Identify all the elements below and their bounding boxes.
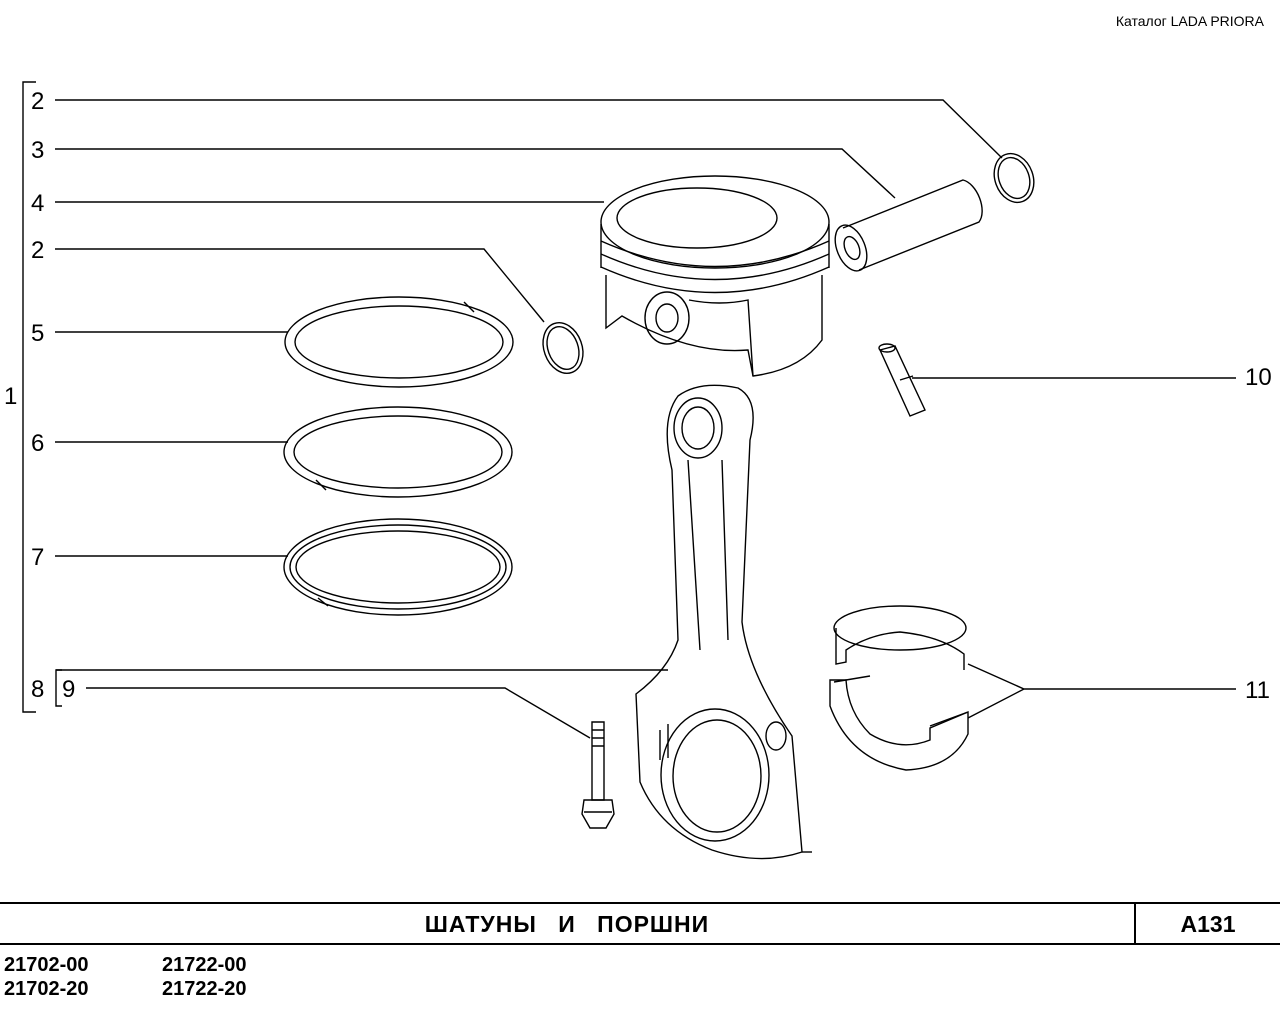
callout-ring-oil: 7 bbox=[31, 544, 44, 571]
conrod-bracket bbox=[55, 669, 62, 707]
compression-ring-top-part bbox=[284, 296, 514, 388]
sheet-code: А131 bbox=[1134, 904, 1280, 943]
leader-piston-pin bbox=[55, 148, 896, 199]
leader-lock-ring-top bbox=[55, 99, 1003, 159]
lock-ring-top-part bbox=[993, 152, 1035, 204]
callout-ring-top: 5 bbox=[31, 320, 44, 347]
leader-lock-ring-mid bbox=[55, 248, 545, 323]
connecting-rod-part bbox=[635, 384, 812, 860]
callout-piston-pin: 3 bbox=[31, 137, 44, 164]
callout-conrod: 8 bbox=[31, 676, 44, 703]
model-code: 21702-00 bbox=[4, 954, 89, 976]
model-code: 21722-00 bbox=[162, 954, 247, 976]
callout-conrod-bolt: 9 bbox=[62, 676, 75, 703]
callout-group: 1 bbox=[4, 383, 17, 410]
conrod-bolt-part bbox=[581, 721, 615, 829]
title-bar: ШАТУНЫ И ПОРШНИ А131 bbox=[0, 902, 1280, 945]
exploded-view-drawing: 2 3 4 2 5 6 7 1 8 9 10 11 bbox=[4, 81, 1272, 860]
leader-bearings bbox=[967, 663, 1236, 719]
page-title: ШАТУНЫ И ПОРШНИ bbox=[424, 911, 710, 937]
callout-ring-second: 6 bbox=[31, 430, 44, 457]
callout-lock-ring-mid: 2 bbox=[31, 237, 44, 264]
model-code: 21722-20 bbox=[162, 978, 247, 1000]
catalog-label: Каталог LADA PRIORA bbox=[1115, 13, 1264, 29]
compression-ring-second-part bbox=[283, 406, 513, 498]
bearing-shells-part bbox=[829, 605, 969, 771]
callout-piston: 4 bbox=[31, 190, 44, 217]
callout-sleeve: 10 bbox=[1245, 364, 1272, 391]
model-code: 21702-20 bbox=[4, 978, 89, 1000]
piston-pin-part bbox=[834, 179, 983, 272]
sleeve-part bbox=[878, 343, 926, 417]
callout-lock-ring-top: 2 bbox=[31, 88, 44, 115]
leader-bolt bbox=[86, 687, 591, 739]
callout-bearings: 11 bbox=[1245, 677, 1270, 704]
oil-ring-part bbox=[283, 518, 513, 616]
group-bracket bbox=[22, 81, 36, 713]
piston-part bbox=[600, 175, 830, 377]
lock-ring-mid-part bbox=[542, 322, 584, 374]
